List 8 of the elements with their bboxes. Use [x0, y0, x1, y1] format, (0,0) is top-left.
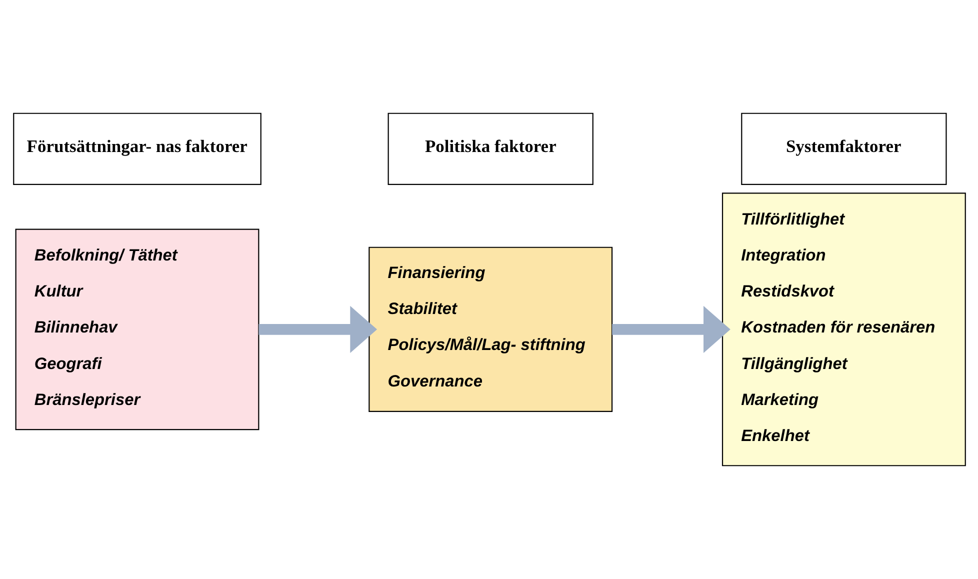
node-box: Politiska faktorer	[387, 112, 593, 186]
node-box: Finansiering Stabilitet Policys/Mål/Lag- stiftning Governance	[368, 246, 612, 412]
node-box: Systemfaktorer	[740, 112, 946, 186]
arrow	[612, 306, 730, 353]
arrow	[258, 306, 377, 353]
node-box: Tillförlitlighet Integration Restidskvot Kostnaden för resenären Tillgänglighet Marketing Enkelhet	[721, 192, 966, 466]
node-box: Befolkning/ Täthet Kultur Bilinnehav Geografi Bränslepriser	[14, 228, 259, 430]
node-box: Förutsättningar- nas faktorer	[12, 112, 261, 186]
